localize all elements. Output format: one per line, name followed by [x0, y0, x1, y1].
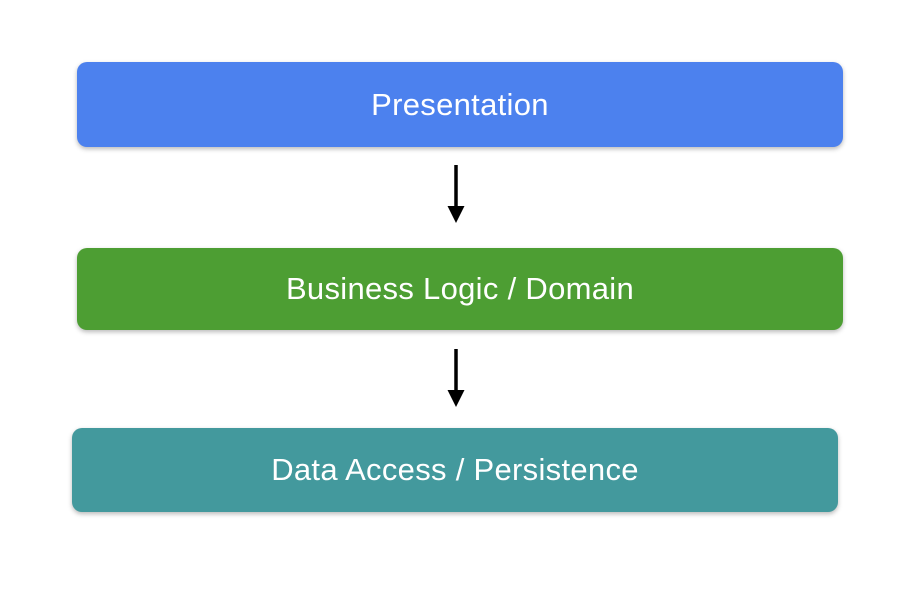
layer-box-data-access: Data Access / Persistence: [72, 428, 838, 512]
down-arrow-icon: [447, 165, 465, 223]
layer-label-presentation: Presentation: [371, 86, 549, 122]
layer-box-presentation: Presentation: [77, 62, 843, 147]
down-arrow-icon: [447, 349, 465, 407]
layer-box-business-logic: Business Logic / Domain: [77, 248, 843, 330]
layer-label-data-access: Data Access / Persistence: [271, 452, 639, 487]
layer-label-business-logic: Business Logic / Domain: [285, 271, 635, 306]
